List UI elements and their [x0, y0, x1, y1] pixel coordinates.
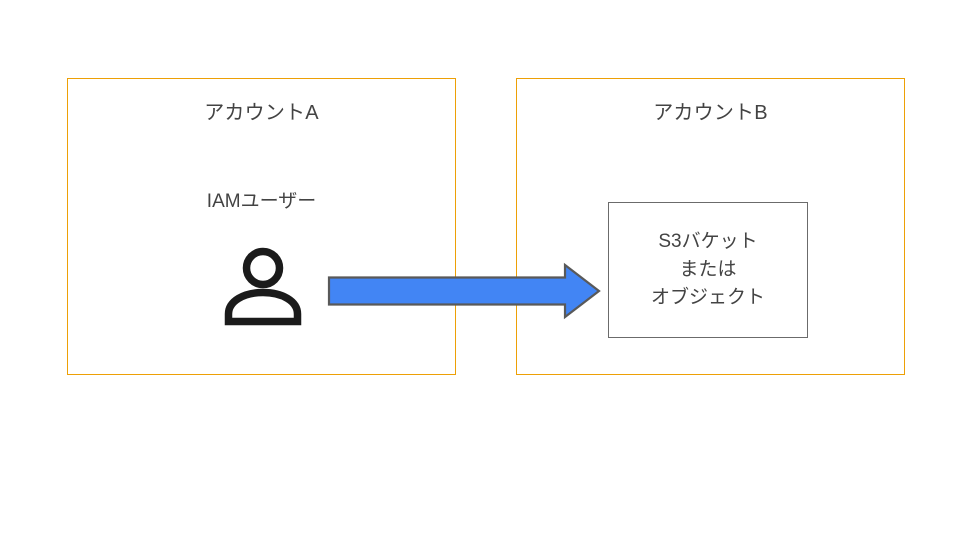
s3-resource-line-1: S3バケット	[658, 231, 758, 252]
s3-resource-line-3: オブジェクト	[650, 287, 765, 308]
account-b-title: アカウントB	[653, 102, 768, 124]
account-b-container[interactable]: アカウントB	[516, 78, 905, 375]
s3-resource-box[interactable]: S3バケット または オブジェクト	[608, 202, 808, 338]
access-flow-arrow[interactable]	[326, 261, 602, 321]
s3-resource-line-2: または	[679, 259, 737, 280]
person-icon	[224, 247, 302, 326]
account-a-title: アカウントA	[204, 102, 319, 124]
iam-user-label: IAMユーザー	[206, 191, 317, 212]
account-a-container[interactable]: アカウントA	[67, 78, 456, 375]
